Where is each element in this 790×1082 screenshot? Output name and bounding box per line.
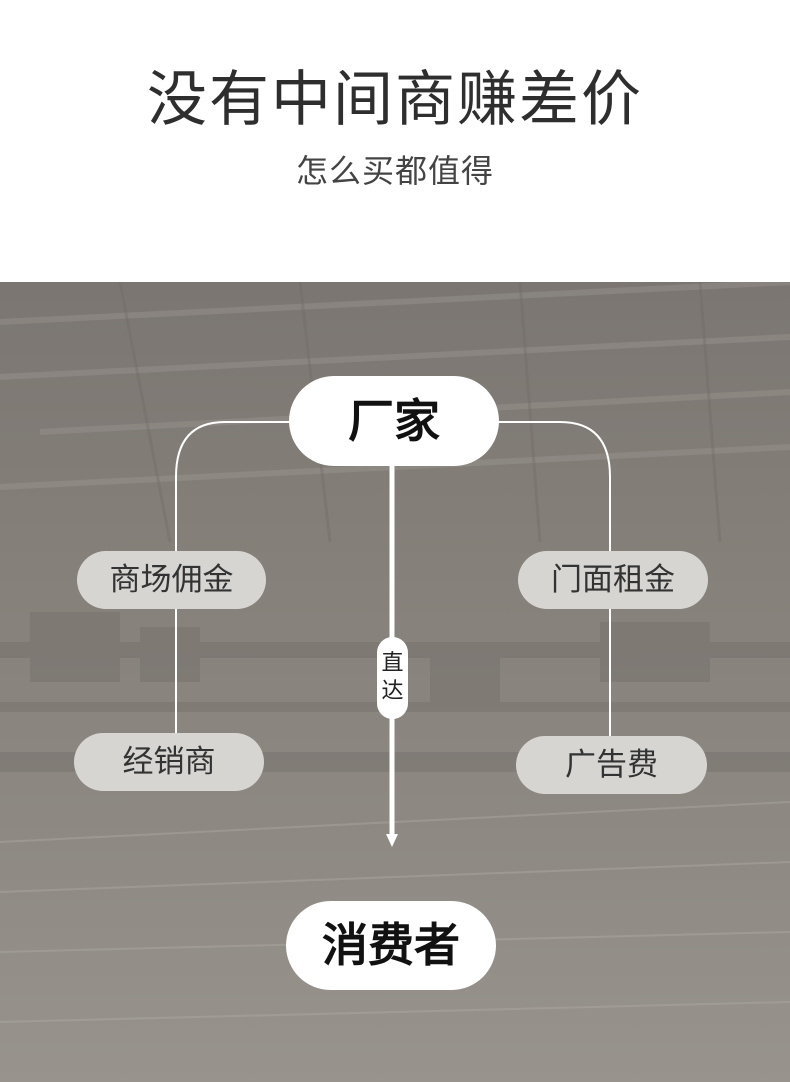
source-node: 厂家 [289,376,499,466]
cost-item-mall-commission: 商场佣金 [77,551,266,609]
cost-item-distributor: 经销商 [74,733,264,791]
header: 没有中间商赚差价 怎么买都值得 [0,0,790,282]
page-subtitle: 怎么买都值得 [0,150,790,192]
direct-label: 直达 [377,637,408,719]
cost-item-advertising: 广告费 [516,736,707,794]
target-node: 消费者 [286,901,496,990]
cost-item-store-rent: 门面租金 [518,551,708,609]
page-title: 没有中间商赚差价 [0,62,790,138]
factory-background-panel: 厂家 直达 商场佣金 经销商 门面租金 广告费 消费者 [0,282,790,1082]
direct-arrow-head [386,834,398,847]
